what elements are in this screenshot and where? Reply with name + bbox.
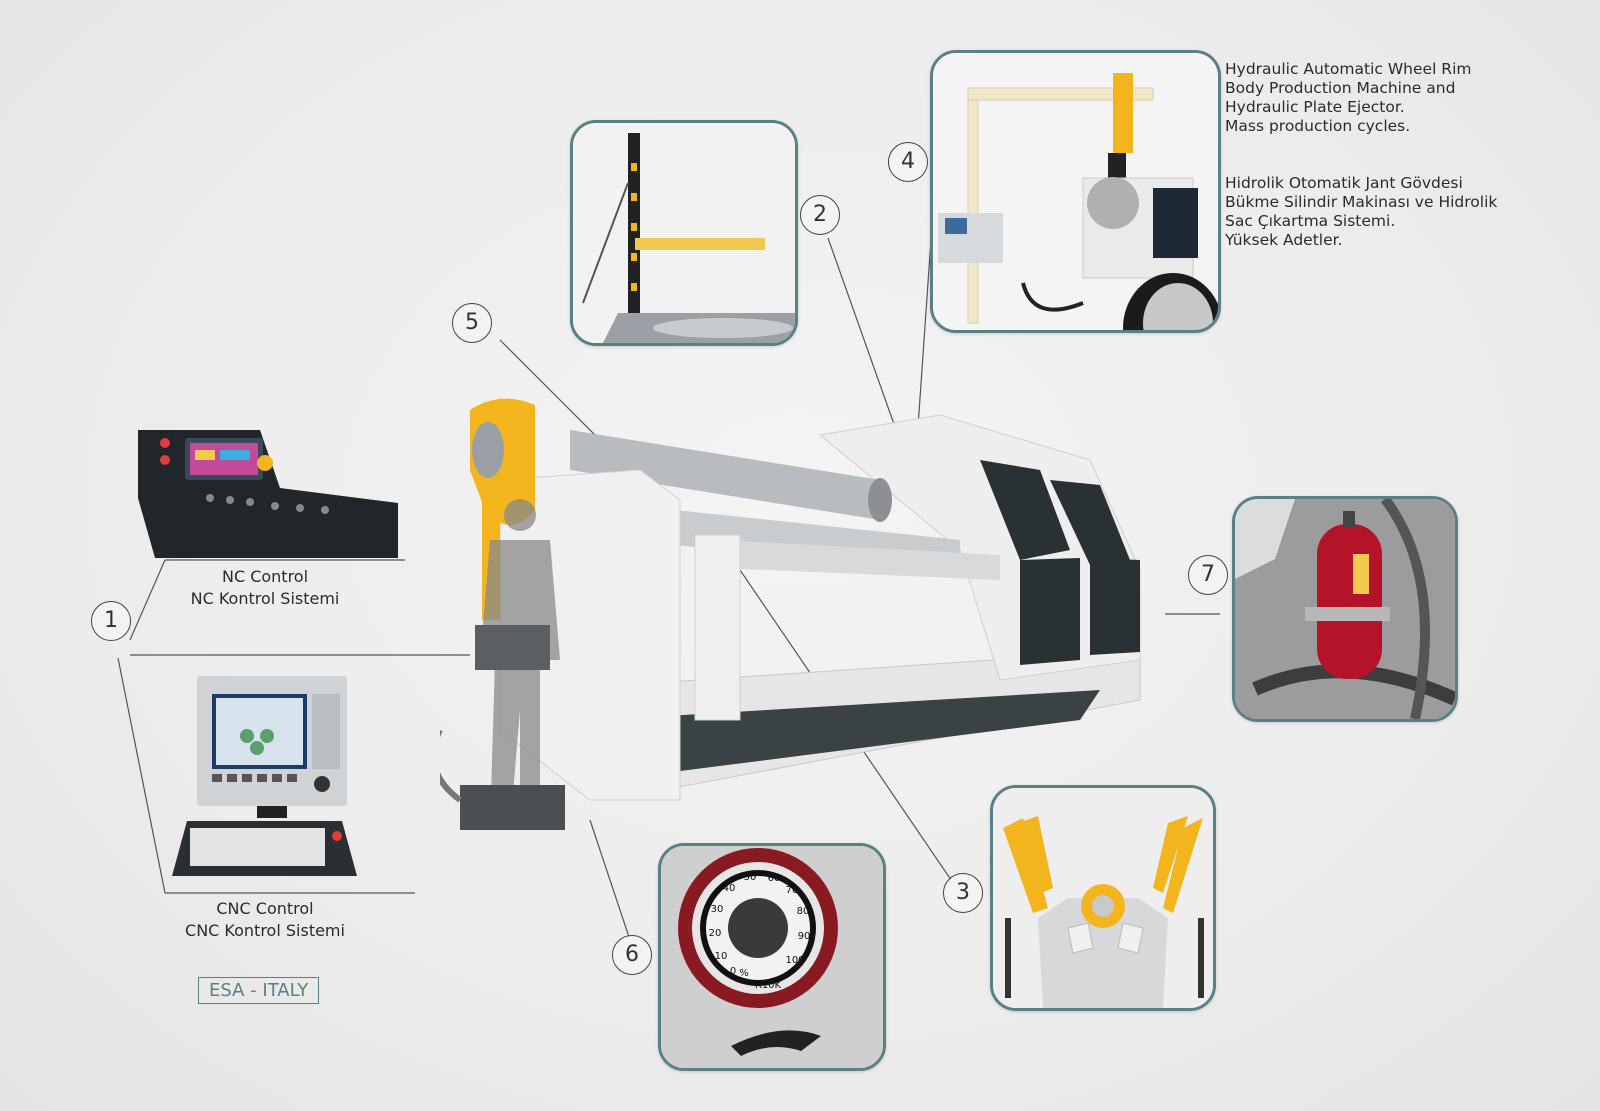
support-arms-graphic bbox=[993, 788, 1213, 1008]
accumulator-graphic bbox=[1235, 499, 1455, 719]
dial-unit: % bbox=[739, 968, 749, 979]
dial-tick-40: 40 bbox=[723, 883, 736, 894]
callout-6: 6 bbox=[612, 935, 652, 975]
dial-tick-80: 80 bbox=[797, 906, 810, 917]
nc-control-label: NC Control NC Kontrol Sistemi bbox=[160, 566, 370, 610]
dial-tick-70: 70 bbox=[786, 885, 799, 896]
callout-1: 1 bbox=[91, 601, 131, 641]
detail-photo-7-hydraulic-accumulator bbox=[1232, 496, 1458, 722]
cnc-label-en: CNC Control bbox=[216, 899, 314, 918]
nc-panel-graphic bbox=[138, 430, 398, 558]
dial-tick-60: 60 bbox=[768, 873, 781, 884]
dial-tick-20: 20 bbox=[709, 928, 722, 939]
dial-tick-30: 30 bbox=[711, 904, 724, 915]
nc-control-panel-image bbox=[130, 428, 405, 563]
dial-tick-100: 100 bbox=[785, 955, 804, 966]
callout-2: 2 bbox=[800, 195, 840, 235]
wheel-rim-graphic bbox=[933, 53, 1218, 330]
dial-tick-50: 50 bbox=[744, 872, 757, 883]
detail-photo-6-pressure-dial: 0 10 20 30 40 50 60 70 80 90 100 % R10K bbox=[658, 843, 886, 1071]
feature4-description-en: Hydraulic Automatic Wheel Rim Body Produ… bbox=[1225, 60, 1472, 135]
callout-7: 7 bbox=[1188, 555, 1228, 595]
callout-4: 4 bbox=[888, 142, 928, 182]
cnc-panel-graphic bbox=[172, 676, 357, 876]
cnc-control-label: CNC Control CNC Kontrol Sistemi bbox=[160, 898, 370, 942]
nc-label-tr: NC Kontrol Sistemi bbox=[190, 589, 340, 608]
cnc-control-panel-image bbox=[172, 676, 357, 888]
detail-photo-4-wheel-rim-system bbox=[930, 50, 1221, 333]
plate-rolling-machine-image bbox=[440, 390, 1160, 860]
dial-tick-90: 90 bbox=[798, 931, 811, 942]
dial-graphic: 0 10 20 30 40 50 60 70 80 90 100 % R10K bbox=[661, 846, 883, 1068]
detail-photo-2-side-support bbox=[570, 120, 798, 346]
side-support-graphic bbox=[573, 123, 795, 343]
dial-tick-10: 10 bbox=[715, 951, 728, 962]
dial-model: R10K bbox=[755, 980, 782, 991]
callout-5: 5 bbox=[452, 303, 492, 343]
dial-tick-0: 0 bbox=[730, 966, 736, 977]
cnc-label-tr: CNC Kontrol Sistemi bbox=[185, 921, 345, 940]
feature4-description-tr: Hidrolik Otomatik Jant Gövdesi Bükme Sil… bbox=[1225, 174, 1498, 249]
nc-label-en: NC Control bbox=[221, 567, 309, 586]
machine-graphic bbox=[440, 398, 1141, 830]
esa-italy-badge: ESA - ITALY bbox=[198, 977, 320, 1004]
detail-photo-3-support-arms bbox=[990, 785, 1216, 1011]
callout-3: 3 bbox=[943, 873, 983, 913]
